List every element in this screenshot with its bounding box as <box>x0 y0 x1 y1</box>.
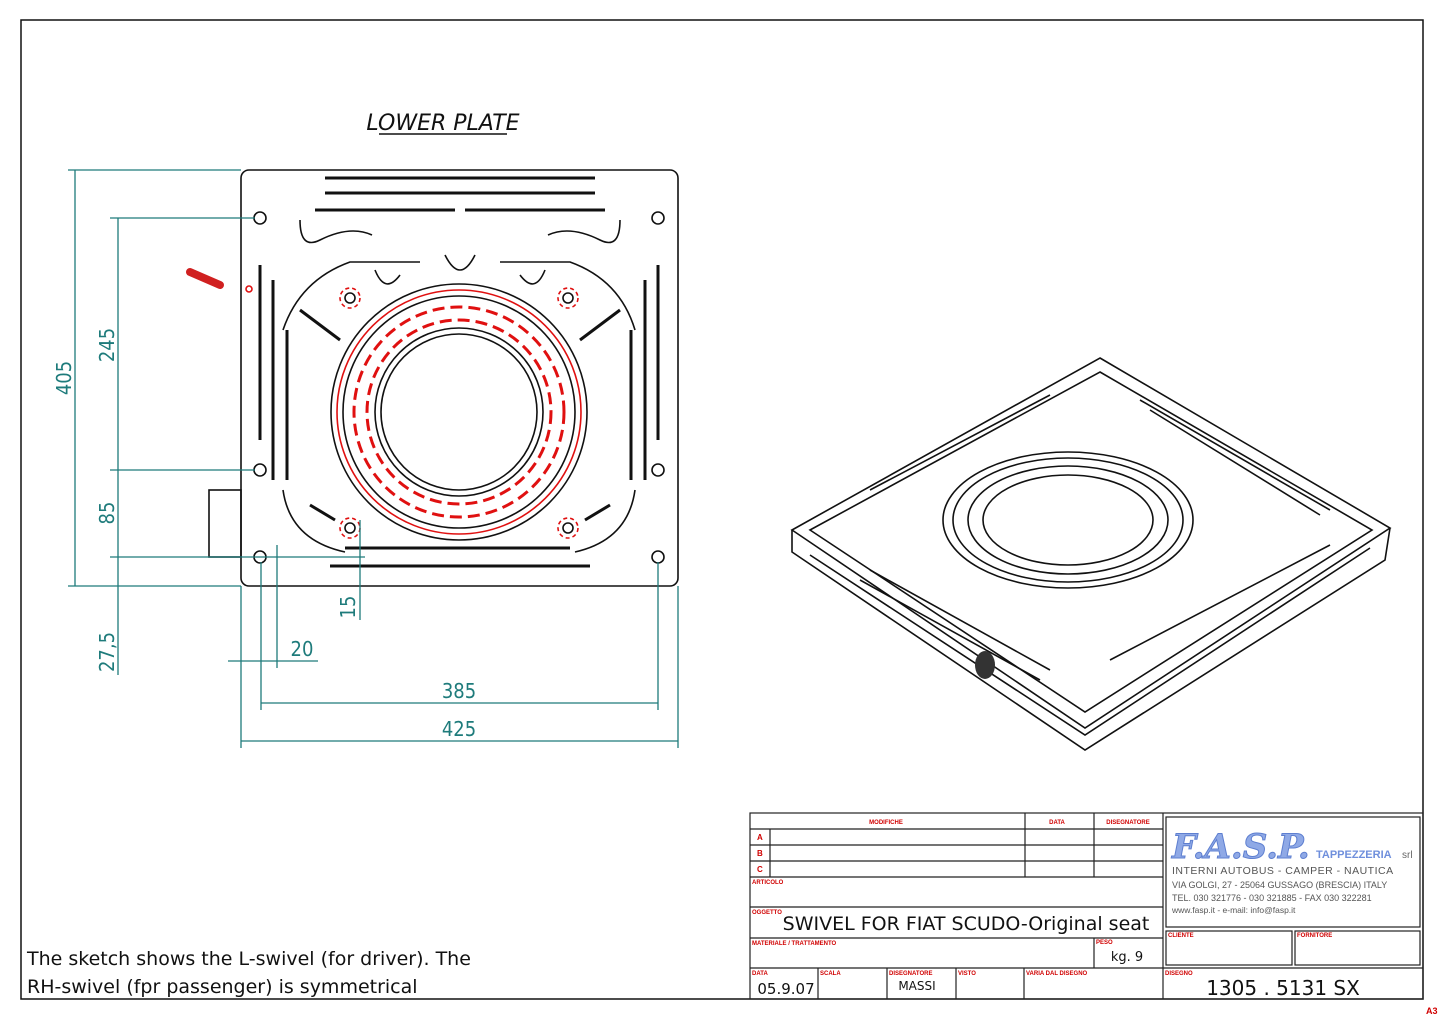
label-data: DATA <box>752 971 768 977</box>
label-materiale: MATERIALE / TRATTAMENTO <box>752 941 837 947</box>
disegno-number: 1305 . 5131 SX <box>1206 976 1360 1000</box>
data-value: 05.9.07 <box>757 980 814 998</box>
company-logo: F.A.S.P. <box>1171 827 1310 867</box>
label-disegno: DISEGNO <box>1165 971 1193 977</box>
rev-b: B <box>757 849 763 858</box>
dimension-15: 15 <box>336 596 360 619</box>
company-web: www.fasp.it - e-mail: info@fasp.it <box>1171 905 1296 915</box>
company-address: VIA GOLGI, 27 - 25064 GUSSAGO (BRESCIA) … <box>1172 880 1387 890</box>
lower-plate-plan-view <box>186 169 679 587</box>
dimension-27-5: 27,5 <box>95 632 119 672</box>
note-line-2: RH-swivel (fpr passenger) is symmetrical <box>27 976 418 998</box>
dimension-20: 20 <box>291 637 314 661</box>
label-peso: PESO <box>1096 940 1113 946</box>
sheet-frame <box>20 19 1424 1000</box>
note-line-1: The sketch shows the L-swivel (for drive… <box>26 948 471 970</box>
peso-value: kg. 9 <box>1111 950 1143 965</box>
oggetto-value: SWIVEL FOR FIAT SCUDO-Original seat <box>783 913 1150 935</box>
rev-a: A <box>757 833 763 842</box>
label-cliente: CLIENTE <box>1168 933 1194 939</box>
disegnatore-value: MASSI <box>898 979 935 993</box>
dimension-85: 85 <box>95 502 119 525</box>
label-visto: VISTO <box>958 971 976 977</box>
sheet-size: A3 <box>1426 1006 1438 1016</box>
company-suffix: srl <box>1402 850 1413 861</box>
label-articolo: ARTICOLO <box>752 880 784 886</box>
dimension-425: 425 <box>442 717 476 741</box>
label-varia: VARIA DAL DISEGNO <box>1026 971 1088 977</box>
label-disegnatore-rev: DISEGNATORE <box>1106 820 1149 826</box>
company-sectors: INTERNI AUTOBUS - CAMPER - NAUTICA <box>1172 865 1394 877</box>
label-data-rev: DATA <box>1049 820 1065 826</box>
lever-handle <box>186 268 224 289</box>
company-tagline: TAPPEZZERIA <box>1316 849 1392 861</box>
label-fornitore: FORNITORE <box>1297 933 1332 939</box>
company-phone: TEL. 030 321776 - 030 321885 - FAX 030 3… <box>1172 893 1372 903</box>
label-modifiche: MODIFICHE <box>869 820 903 826</box>
dimension-405: 405 <box>52 361 76 395</box>
label-scala: SCALA <box>820 971 841 977</box>
dimension-245: 245 <box>95 328 119 362</box>
title-block <box>749 812 1424 1000</box>
label-oggetto: OGGETTO <box>752 910 782 916</box>
dimension-385: 385 <box>442 679 476 703</box>
rev-c: C <box>757 865 763 874</box>
view-title: LOWER PLATE <box>366 111 519 136</box>
label-disegnatore: DISEGNATORE <box>889 971 932 977</box>
dimension-lines <box>68 169 679 748</box>
swivel-isometric-view <box>790 357 1392 751</box>
